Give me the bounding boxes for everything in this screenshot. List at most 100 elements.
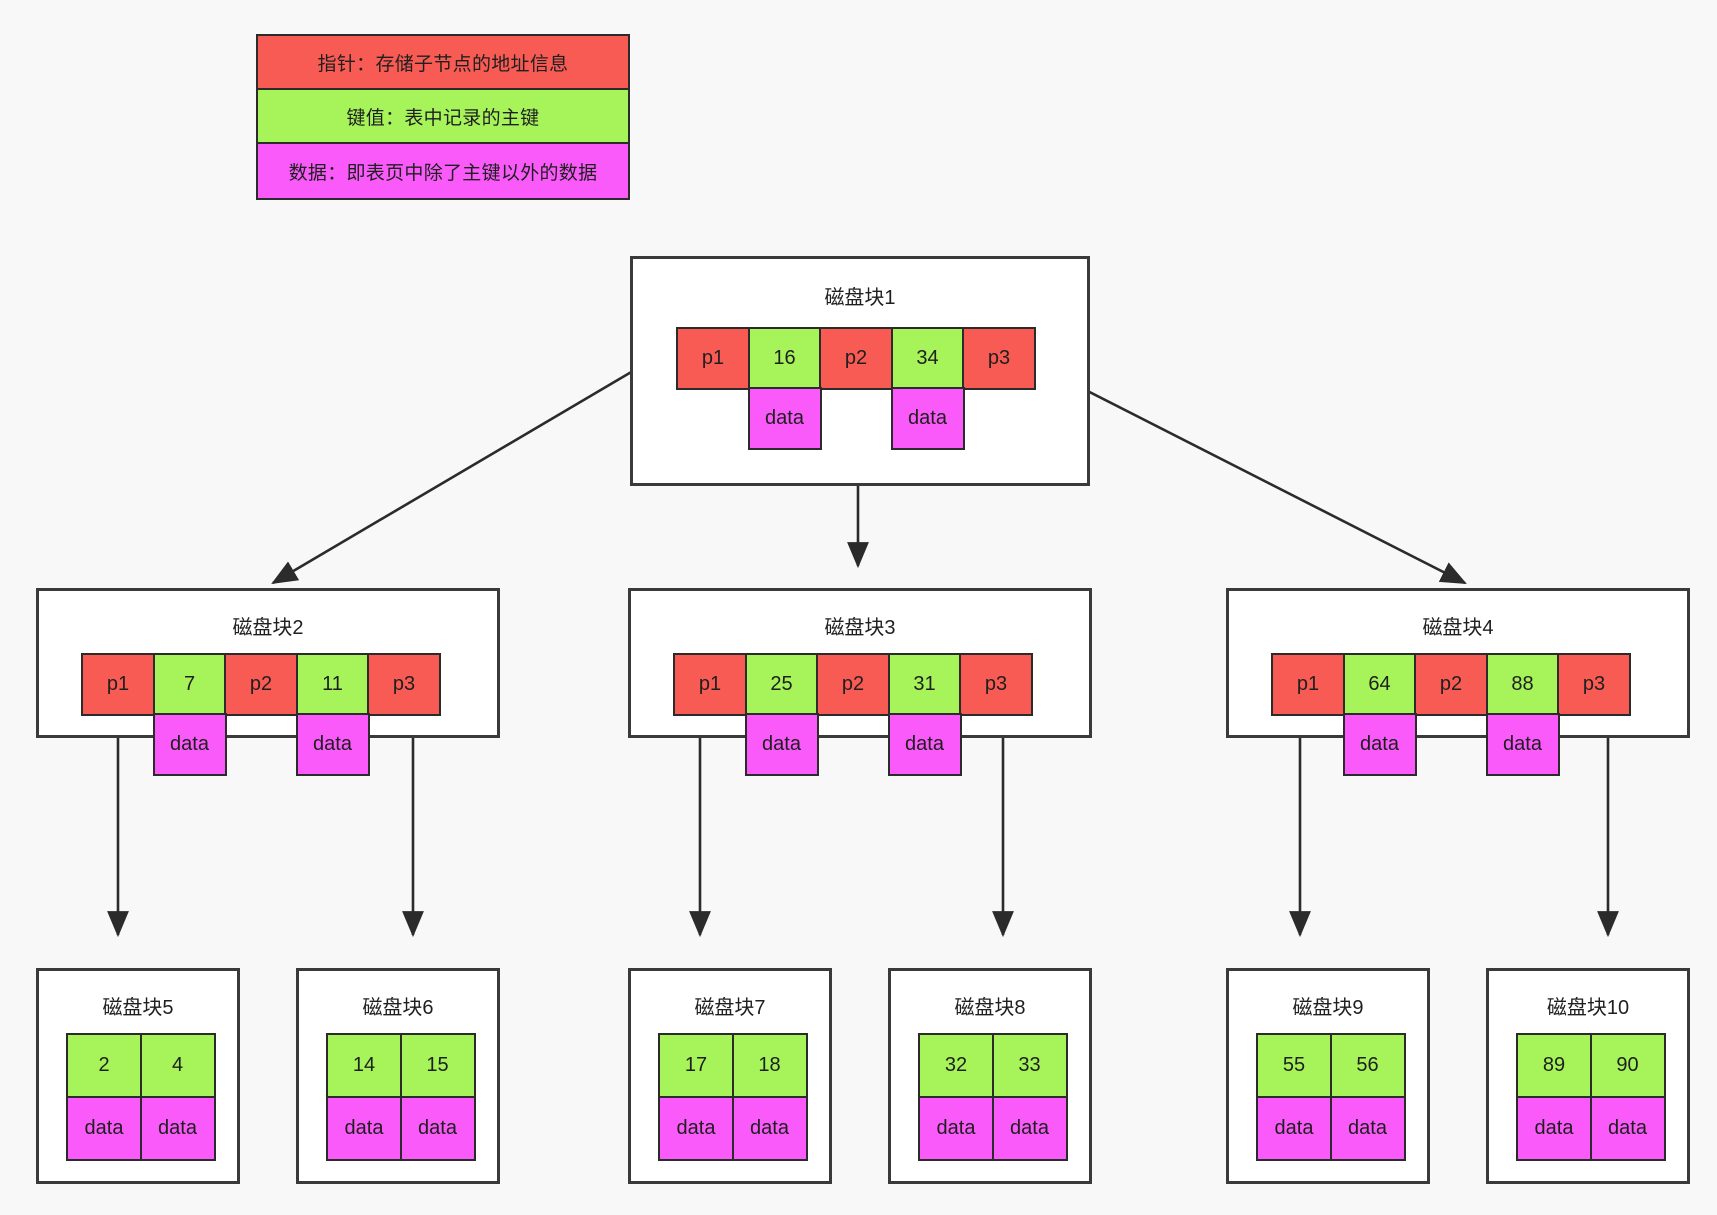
cell-block9-key-56[interactable]: 56	[1329, 1033, 1406, 1098]
cell-block4-pointer-p3[interactable]: p3	[1557, 653, 1631, 716]
legend-row-key: 键值：表中记录的主键	[258, 90, 628, 144]
cell-data-16[interactable]: data	[747, 387, 822, 450]
node-block3-data-row: data data	[673, 713, 1033, 776]
node-block10[interactable]: 磁盘块10 89 90 data data	[1486, 968, 1690, 1184]
cell-block6-key-15[interactable]: 15	[399, 1033, 476, 1098]
cell-block5-key-4[interactable]: 4	[139, 1033, 216, 1098]
node-block10-data-row: data data	[1516, 1095, 1666, 1161]
node-block5-key-row: 2 4	[66, 1033, 216, 1098]
cell-block6-key-14[interactable]: 14	[326, 1033, 402, 1098]
node-block7-grid: 17 18 data data	[658, 1033, 808, 1161]
node-block10-grid: 89 90 data data	[1516, 1033, 1666, 1161]
node-block4-title: 磁盘块4	[1422, 617, 1494, 639]
cell-block3-pointer-p2[interactable]: p2	[816, 653, 890, 716]
cell-block4-data-empty-2	[1414, 713, 1488, 776]
cell-data-34[interactable]: data	[890, 387, 965, 450]
cell-block2-key-11[interactable]: 11	[295, 653, 370, 716]
cell-block3-key-31[interactable]: 31	[887, 653, 962, 716]
cell-block9-data-1[interactable]: data	[1256, 1095, 1332, 1161]
node-block3-cells: p1 25 p2 31 p3	[673, 653, 1033, 716]
cell-block6-data-2[interactable]: data	[399, 1095, 476, 1161]
cell-block3-pointer-p1[interactable]: p1	[673, 653, 747, 716]
cell-key-16[interactable]: 16	[747, 327, 822, 390]
node-block1[interactable]: 磁盘块1 p1 16 p2 34 p3 data data	[630, 256, 1090, 486]
cell-block6-data-1[interactable]: data	[326, 1095, 402, 1161]
node-block9-grid: 55 56 data data	[1256, 1033, 1406, 1161]
cell-block7-key-18[interactable]: 18	[731, 1033, 808, 1098]
cell-block4-data-88[interactable]: data	[1485, 713, 1560, 776]
cell-block3-data-empty-1	[673, 713, 747, 776]
node-block6-data-row: data data	[326, 1095, 476, 1161]
node-block1-title: 磁盘块1	[824, 287, 896, 309]
cell-block5-data-1[interactable]: data	[66, 1095, 142, 1161]
cell-block3-key-25[interactable]: 25	[744, 653, 819, 716]
node-block3[interactable]: 磁盘块3 p1 25 p2 31 p3 data data	[628, 588, 1092, 776]
node-block2[interactable]: 磁盘块2 p1 7 p2 11 p3 data data	[36, 588, 500, 776]
cell-block5-key-2[interactable]: 2	[66, 1033, 142, 1098]
cell-block8-key-32[interactable]: 32	[918, 1033, 994, 1098]
cell-block3-data-31[interactable]: data	[887, 713, 962, 776]
cell-block4-data-empty-3	[1557, 713, 1631, 776]
cell-block8-key-33[interactable]: 33	[991, 1033, 1068, 1098]
legend-label-pointer: 指针：存储子节点的地址信息	[317, 53, 569, 75]
cell-block10-data-1[interactable]: data	[1516, 1095, 1592, 1161]
node-block9-data-row: data data	[1256, 1095, 1406, 1161]
node-block8[interactable]: 磁盘块8 32 33 data data	[888, 968, 1092, 1184]
cell-block10-key-90[interactable]: 90	[1589, 1033, 1666, 1098]
cell-block2-data-empty-1	[81, 713, 155, 776]
node-block9-key-row: 55 56	[1256, 1033, 1406, 1098]
cell-block7-data-1[interactable]: data	[658, 1095, 734, 1161]
cell-block10-key-89[interactable]: 89	[1516, 1033, 1592, 1098]
cell-pointer-p1[interactable]: p1	[676, 327, 750, 390]
node-block8-grid: 32 33 data data	[918, 1033, 1068, 1161]
cell-block4-pointer-p1[interactable]: p1	[1271, 653, 1345, 716]
cell-block2-data-11[interactable]: data	[295, 713, 370, 776]
node-block2-data-row: data data	[81, 713, 441, 776]
cell-block4-data-64[interactable]: data	[1342, 713, 1417, 776]
cell-block3-data-empty-2	[816, 713, 890, 776]
node-block9[interactable]: 磁盘块9 55 56 data data	[1226, 968, 1430, 1184]
node-block8-data-row: data data	[918, 1095, 1068, 1161]
node-block7-title: 磁盘块7	[694, 997, 766, 1019]
cell-block8-data-1[interactable]: data	[918, 1095, 994, 1161]
node-block6-key-row: 14 15	[326, 1033, 476, 1098]
cell-block2-key-7[interactable]: 7	[152, 653, 227, 716]
cell-block10-data-2[interactable]: data	[1589, 1095, 1666, 1161]
cell-block7-data-2[interactable]: data	[731, 1095, 808, 1161]
cell-block2-data-empty-2	[224, 713, 298, 776]
cell-block2-pointer-p3[interactable]: p3	[367, 653, 441, 716]
node-block1-cells: p1 16 p2 34 p3	[676, 327, 1036, 390]
cell-block3-data-25[interactable]: data	[744, 713, 819, 776]
cell-key-34[interactable]: 34	[890, 327, 965, 390]
node-block7-data-row: data data	[658, 1095, 808, 1161]
node-block5[interactable]: 磁盘块5 2 4 data data	[36, 968, 240, 1184]
node-block6[interactable]: 磁盘块6 14 15 data data	[296, 968, 500, 1184]
cell-pointer-p2[interactable]: p2	[819, 327, 893, 390]
node-block4[interactable]: 磁盘块4 p1 64 p2 88 p3 data data	[1226, 588, 1690, 776]
node-block10-title: 磁盘块10	[1546, 997, 1630, 1019]
legend-row-pointer: 指针：存储子节点的地址信息	[258, 36, 628, 90]
node-block5-title: 磁盘块5	[102, 997, 174, 1019]
cell-data-slot-empty-2	[819, 387, 893, 450]
cell-block2-pointer-p2[interactable]: p2	[224, 653, 298, 716]
cell-block8-data-2[interactable]: data	[991, 1095, 1068, 1161]
cell-block7-key-17[interactable]: 17	[658, 1033, 734, 1098]
cell-block5-data-2[interactable]: data	[139, 1095, 216, 1161]
cell-pointer-p3[interactable]: p3	[962, 327, 1036, 390]
node-block7[interactable]: 磁盘块7 17 18 data data	[628, 968, 832, 1184]
node-block7-key-row: 17 18	[658, 1033, 808, 1098]
node-block3-title: 磁盘块3	[824, 617, 896, 639]
cell-block2-data-7[interactable]: data	[152, 713, 227, 776]
cell-block4-key-88[interactable]: 88	[1485, 653, 1560, 716]
cell-block9-data-2[interactable]: data	[1329, 1095, 1406, 1161]
cell-block4-key-64[interactable]: 64	[1342, 653, 1417, 716]
cell-block4-pointer-p2[interactable]: p2	[1414, 653, 1488, 716]
cell-block2-pointer-p1[interactable]: p1	[81, 653, 155, 716]
cell-block9-key-55[interactable]: 55	[1256, 1033, 1332, 1098]
legend-label-key: 键值：表中记录的主键	[346, 107, 540, 129]
cell-block3-pointer-p3[interactable]: p3	[959, 653, 1033, 716]
node-block2-title: 磁盘块2	[232, 617, 304, 639]
node-block6-grid: 14 15 data data	[326, 1033, 476, 1161]
legend: 指针：存储子节点的地址信息 键值：表中记录的主键 数据：即表页中除了主键以外的数…	[256, 34, 630, 200]
